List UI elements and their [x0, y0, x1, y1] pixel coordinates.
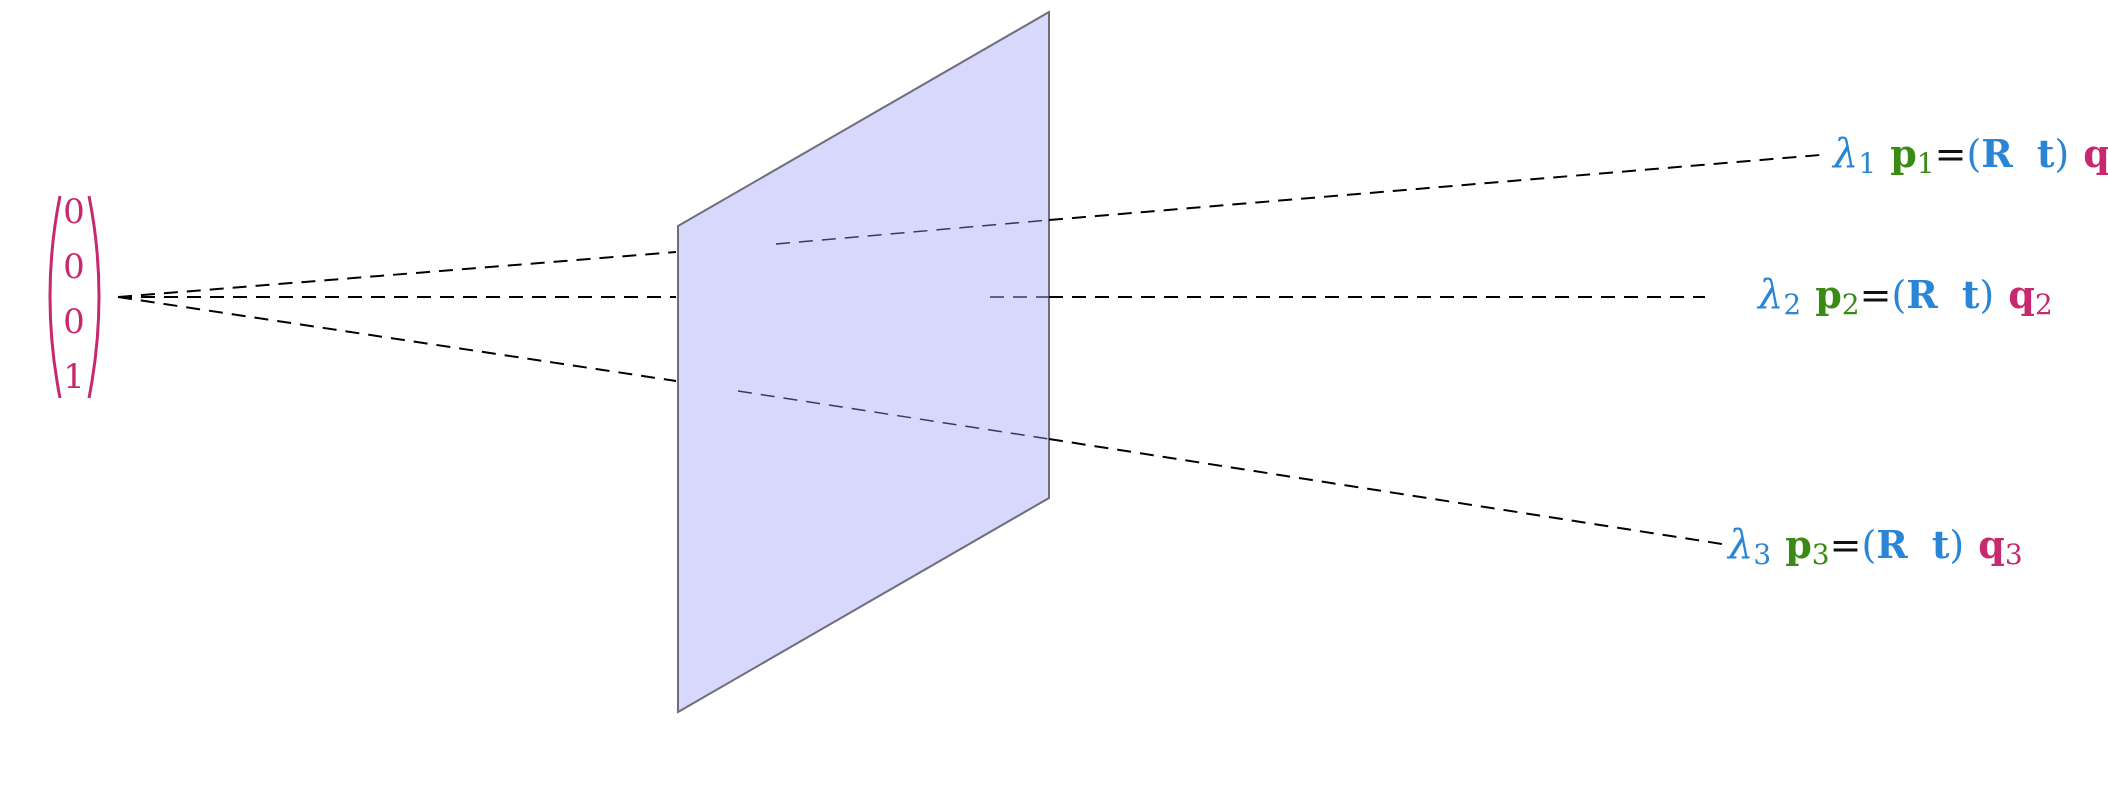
matrix-open-paren: (: [1891, 273, 1906, 317]
point-p1-subscript: 1: [1917, 147, 1935, 180]
point-p2-subscript: 2: [1842, 288, 1860, 321]
point-q1: q: [2083, 131, 2108, 176]
ray-3-left: [117, 296, 677, 382]
rays-right: [1048, 154, 1821, 545]
ray-3-on-plane: [737, 390, 1050, 440]
ray-1-left: [117, 251, 677, 298]
matrix-open-paren: (: [1966, 132, 1981, 176]
lambda-2-subscript: 2: [1783, 288, 1801, 321]
point-q2: q: [2008, 272, 2035, 317]
vector-entry-1: 0: [63, 192, 85, 232]
vector-entry-3: 0: [63, 302, 85, 342]
rays-left: [117, 251, 677, 382]
right-paren: [87, 195, 101, 399]
lambda-3-subscript: 3: [1753, 538, 1771, 571]
rotation-R: R: [1906, 272, 1938, 317]
point-p3: p: [1785, 522, 1812, 567]
matrix-close-paren: ): [2054, 132, 2069, 176]
point-p3-subscript: 3: [1812, 538, 1830, 571]
point-q2-subscript: 2: [2035, 288, 2053, 321]
translation-t: t: [2037, 131, 2055, 176]
point-q3-subscript: 3: [2005, 538, 2023, 571]
matrix-close-paren: ): [1949, 523, 1964, 567]
camera-center-vector: 0 0 0 1: [48, 192, 101, 399]
left-paren: [48, 195, 62, 399]
lambda-2: λ: [1756, 272, 1783, 318]
translation-t: t: [1932, 522, 1950, 567]
point-p2: p: [1815, 272, 1842, 317]
matrix-open-paren: (: [1861, 523, 1876, 567]
vector-entry-4: 1: [63, 357, 85, 397]
lambda-1: λ: [1831, 131, 1858, 177]
rotation-R: R: [1981, 131, 2013, 176]
matrix-close-paren: ): [1979, 273, 1994, 317]
ray-1-right: [1048, 154, 1821, 221]
rotation-R: R: [1876, 522, 1908, 567]
lambda-3: λ: [1726, 522, 1753, 568]
equals-sign: =: [1860, 273, 1892, 317]
rays-on-plane: [737, 219, 1050, 440]
ray-3-right: [1048, 438, 1723, 545]
translation-t: t: [1962, 272, 1980, 317]
lambda-1-subscript: 1: [1858, 147, 1876, 180]
equals-sign: =: [1830, 523, 1862, 567]
image-plane: [677, 10, 1050, 714]
vector-entry-2: 0: [63, 247, 85, 287]
equals-sign: =: [1935, 132, 1967, 176]
point-p1: p: [1890, 131, 1917, 176]
point-q3: q: [1978, 522, 2005, 567]
